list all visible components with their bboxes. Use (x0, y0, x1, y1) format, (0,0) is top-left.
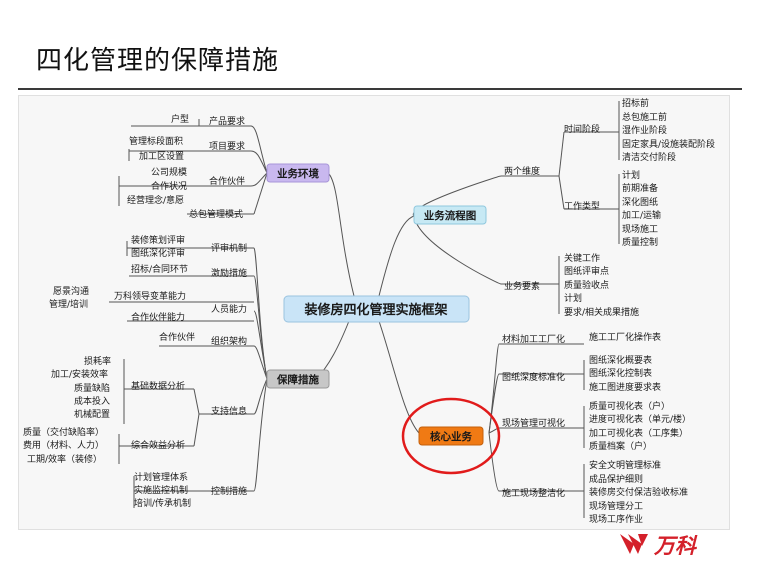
g-sub-1-item-2: 工期/效率（装修） (27, 453, 102, 465)
vanke-logo-text: 万科 (653, 534, 698, 558)
core-group-1: 图纸深度标准化 (502, 371, 565, 383)
core-group-3: 施工现场整洁化 (502, 487, 565, 499)
g-group-5: 控制措施 (211, 485, 247, 497)
g-sub-0-item-4: 机械配置 (74, 408, 110, 420)
flow-g1-item-4: 要求/相关成果措施 (564, 306, 639, 318)
env-item-1-0: 管理标段面积 (129, 135, 183, 147)
env-item-2-2: 经营理念/意愿 (127, 194, 184, 206)
g-group-2: 人员能力 (211, 303, 247, 315)
core-g3-item-3: 现场管理分工 (589, 500, 643, 512)
vanke-logo-icon (620, 534, 648, 554)
env-item-0-0: 户型 (171, 113, 189, 125)
g-g2-sub-0: 愿景沟通 (53, 285, 89, 297)
flow-sub-0-item-4: 清洁交付阶段 (622, 151, 676, 163)
g-g3-item-0: 合作伙伴 (159, 331, 195, 343)
core-g1-item-0: 图纸深化概要表 (589, 354, 652, 366)
g-g5-item-0: 计划管理体系 (134, 471, 188, 483)
flow-sub-1-item-5: 质量控制 (622, 236, 658, 248)
core-g0-item-0: 施工工厂化操作表 (589, 331, 661, 343)
core-group-2: 现场管理可视化 (502, 417, 565, 429)
g-g2-item-0: 万科领导变革能力 (114, 290, 186, 302)
branch-label-guarantee: 保障措施 (276, 373, 319, 386)
slide-title: 四化管理的保障措施 (36, 46, 280, 76)
flow-sub-0-item-2: 湿作业阶段 (622, 124, 667, 136)
g-g1-item-0: 招标/合同环节 (131, 263, 188, 275)
vanke-logo: 万科 (620, 534, 698, 558)
core-g2-item-2: 加工可视化表（工序集） (589, 427, 688, 439)
core-g3-item-0: 安全文明管理标准 (589, 459, 661, 471)
flow-g1-item-0: 关键工作 (564, 252, 600, 264)
env-group-1: 项目要求 (209, 140, 245, 152)
core-g3-item-1: 成品保护细则 (589, 473, 643, 485)
g-g5-item-1: 实施监控机制 (134, 484, 188, 496)
central-node (283, 295, 470, 323)
core-g2-item-3: 质量档案（户） (589, 440, 652, 452)
flow-sub-1-item-0: 计划 (622, 169, 640, 181)
branch-node-guarantee (266, 369, 330, 389)
env-item-2-1: 合作状况 (151, 180, 187, 192)
branch-label-env: 业务环境 (277, 167, 319, 180)
g-group-0: 评审机制 (211, 242, 247, 254)
core-g1-item-2: 施工图进度要求表 (589, 381, 661, 393)
env-item-1-1: 加工区设置 (139, 151, 184, 162)
env-extra: 总包管理模式 (189, 208, 243, 220)
env-group-0: 产品要求 (209, 115, 245, 127)
g-g2-item-1: 合作伙伴能力 (131, 311, 185, 323)
core-g1-item-1: 图纸深化控制表 (589, 367, 652, 379)
highlight-circle (401, 397, 501, 475)
g-sub-0-item-2: 质量缺陷 (74, 382, 110, 394)
env-group-2: 合作伙伴 (209, 175, 245, 187)
flow-g1-item-3: 计划 (564, 292, 582, 304)
flow-sub-1-item-2: 深化图纸 (622, 196, 658, 208)
flow-g1-item-2: 质量验收点 (564, 279, 609, 291)
branch-label-flow: 业务流程图 (424, 209, 477, 222)
g-g2-sub-1: 管理/培训 (49, 298, 88, 310)
g-group-1: 激励措施 (211, 267, 247, 279)
g-sub-1-item-1: 费用（材料、人力） (23, 439, 104, 451)
g-g5-item-2: 培训/传承机制 (134, 497, 191, 509)
flow-group-1: 业务要素 (504, 280, 540, 292)
g-sub-0-item-0: 损耗率 (84, 355, 111, 367)
mindmap-diagram: 装修房四化管理实施框架 业务环境 产品要求 户型 项目要求 管理标段面积 加工区… (18, 95, 730, 530)
central-label: 装修房四化管理实施框架 (303, 302, 447, 318)
g-group-4: 支持信息 (211, 405, 247, 417)
flow-sub-0-item-3: 固定家具/设施装配阶段 (622, 138, 715, 150)
flow-group-0: 两个维度 (504, 165, 540, 177)
g-sub-0-item-1: 加工/安装效率 (51, 368, 108, 380)
flow-sub-0-item-1: 总包施工前 (622, 111, 667, 123)
branch-label-core: 核心业务 (430, 430, 472, 443)
g-sub-0: 基础数据分析 (131, 380, 185, 392)
flow-sub-0-item-0: 招标前 (622, 97, 649, 109)
env-item-2-0: 公司规模 (151, 167, 187, 178)
g-g0-item-1: 图纸深化评审 (131, 247, 185, 259)
flow-sub-1: 工作类型 (564, 200, 600, 212)
g-sub-1-item-0: 质量（交付缺陷率） (23, 426, 104, 438)
flow-sub-1-item-3: 加工/运输 (622, 209, 661, 221)
branch-node-core (418, 426, 484, 446)
core-g3-item-2: 装修房交付保洁验收标准 (589, 486, 688, 498)
flow-sub-1-item-4: 现场施工 (622, 223, 658, 235)
branch-node-flow (413, 205, 487, 225)
branch-node-env (266, 163, 330, 183)
g-sub-0-item-3: 成本投入 (74, 395, 110, 407)
core-g2-item-1: 进度可视化表（单元/楼） (589, 413, 691, 425)
flow-sub-0: 时间阶段 (564, 123, 600, 135)
connector-lines (109, 101, 620, 518)
g-sub-1: 综合效益分析 (131, 439, 185, 451)
core-g3-item-4: 现场工序作业 (589, 513, 643, 525)
g-g0-item-0: 装修策划评审 (131, 234, 185, 246)
core-g2-item-0: 质量可视化表（户） (589, 400, 670, 412)
flow-sub-1-item-1: 前期准备 (622, 182, 658, 194)
title-divider (18, 88, 742, 90)
g-group-3: 组织架构 (211, 335, 247, 347)
core-group-0: 材料加工工厂化 (502, 333, 565, 345)
flow-g1-item-1: 图纸评审点 (564, 265, 609, 277)
